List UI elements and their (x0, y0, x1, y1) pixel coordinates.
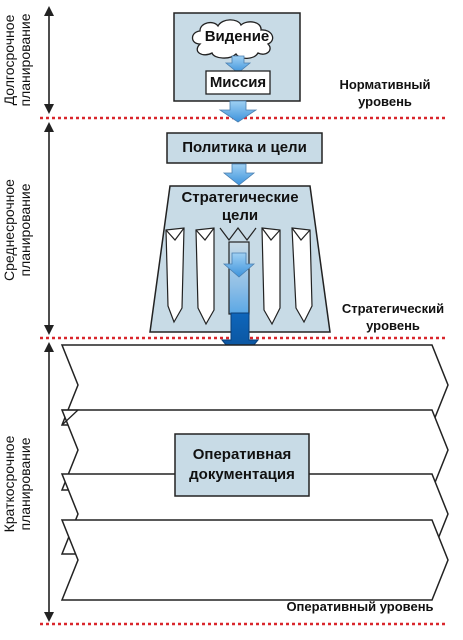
long-term-line-2: планирование (17, 13, 33, 107)
strategic-goals-line-1: Стратегические (181, 189, 299, 206)
operational-docs-line-2: документация (189, 466, 295, 483)
short-term-axis-bottom-arrow-icon (44, 612, 54, 622)
mid-term-line-2: планирование (17, 183, 33, 277)
mission-box (205, 70, 271, 95)
vision-cloud (191, 19, 274, 60)
policy-label: Политика и цели (182, 139, 307, 156)
long-term-line-1: Долгосрочное (1, 14, 17, 106)
operational-band-4 (60, 519, 449, 601)
strategic-goals-line-2: цели (221, 207, 259, 224)
arrow-inner-icon (222, 252, 256, 278)
mid-term-axis-bottom-arrow-icon (44, 325, 54, 335)
mid-term-axis-top-arrow-icon (44, 122, 54, 132)
goal-chevron-4 (291, 227, 311, 241)
long-term-axis-bottom-arrow-icon (44, 104, 54, 114)
short-term-line-2: планирование (17, 437, 33, 531)
strategic-level-line-2: уровень (366, 318, 420, 333)
operational-docs-line-1: Оперативная (192, 446, 292, 463)
mid-term-line-1: Среднесрочное (1, 179, 17, 281)
strategic-level-label: Стратегический уровень (328, 300, 458, 334)
long-term-axis-top-arrow-icon (44, 6, 54, 16)
goal-arrow-3-icon (261, 227, 281, 326)
short-term-line-1: Краткосрочное (1, 435, 17, 533)
operational-docs-label: Оперативная документация (175, 445, 309, 485)
policy-box (166, 132, 323, 164)
normative-level-label: Нормативный уровень (320, 76, 450, 110)
goal-chevron-center (219, 227, 257, 241)
strategic-level-line-1: Стратегический (341, 301, 445, 316)
goal-chevron-3 (261, 227, 281, 241)
normative-level-line-2: уровень (358, 94, 412, 109)
mission-label: Миссия (209, 74, 267, 91)
short-term-axis-top-arrow-icon (44, 342, 54, 352)
goal-arrow-1-icon (165, 227, 185, 324)
arrow-vision-mission-icon (224, 55, 252, 74)
operational-docs-box (174, 433, 310, 497)
goal-chevron-2 (195, 227, 215, 241)
normative-level-line-1: Нормативный (339, 77, 431, 92)
goal-arrow-2-icon (195, 227, 215, 326)
goal-arrow-4-icon (291, 227, 313, 324)
long-term-label: Долгосрочное планирование (1, 0, 33, 125)
short-term-label: Краткосрочное планирование (1, 419, 33, 549)
vision-label: Видение (204, 28, 270, 45)
goal-arrows (165, 227, 313, 326)
mid-term-label: Среднесрочное планирование (1, 164, 33, 296)
strategic-goals-label: Стратегические цели (170, 189, 310, 225)
arrow-policy-goals-icon (222, 163, 256, 186)
operational-level-label: Оперативный уровень (286, 599, 434, 614)
goal-chevron-1 (165, 227, 185, 241)
arrow-mission-policy-icon (218, 100, 258, 123)
